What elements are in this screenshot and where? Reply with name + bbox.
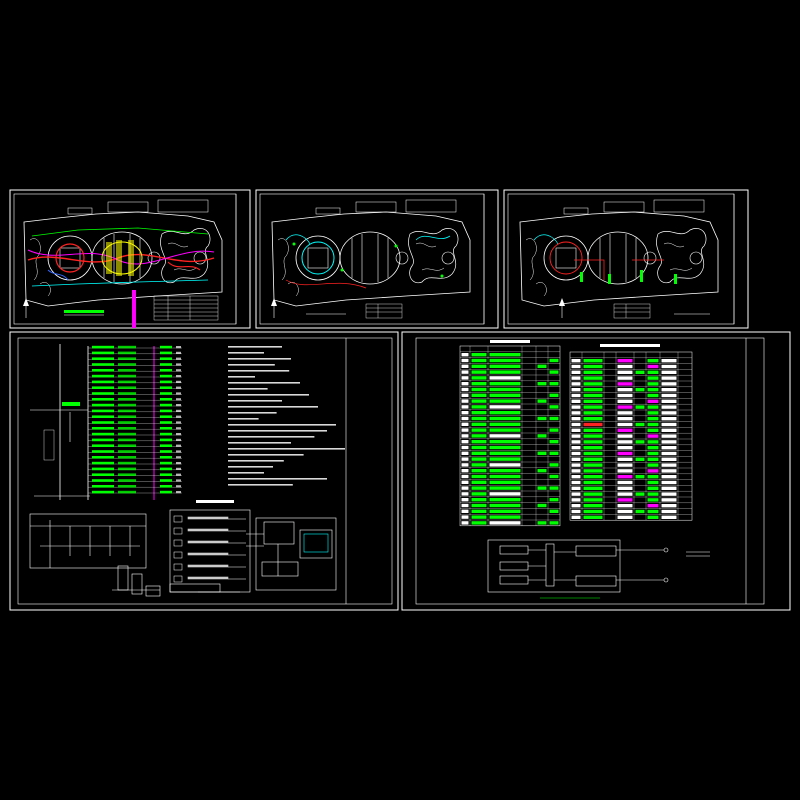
bottom-row-frames — [9, 331, 791, 611]
circuit-feeder-rows — [88, 345, 182, 494]
top-row-frames — [9, 189, 749, 329]
site-plan-2[interactable] — [271, 199, 471, 319]
sheet-frame-plan-1[interactable] — [9, 189, 251, 329]
site-plan-1[interactable] — [23, 199, 223, 328]
control-block-diagram[interactable] — [487, 539, 710, 599]
site-plan-3[interactable] — [519, 199, 719, 319]
sheet-frame-equipment-schedule[interactable] — [401, 331, 791, 611]
pump-control-detail[interactable] — [29, 513, 161, 597]
compass-icon — [271, 298, 277, 318]
luminaire-schedule-table[interactable] — [569, 344, 693, 521]
design-notes-block — [196, 346, 345, 503]
sheet-frame-plan-3[interactable] — [503, 189, 749, 329]
sheet-frame-electrical-schematic[interactable] — [9, 331, 399, 611]
material-schedule-table[interactable] — [459, 340, 561, 527]
compass-icon — [23, 298, 29, 318]
electrical-distribution-diagram[interactable] — [30, 344, 155, 500]
compass-icon — [559, 298, 565, 318]
control-wiring-diagram[interactable] — [169, 509, 337, 593]
sheet-frame-plan-2[interactable] — [255, 189, 499, 329]
